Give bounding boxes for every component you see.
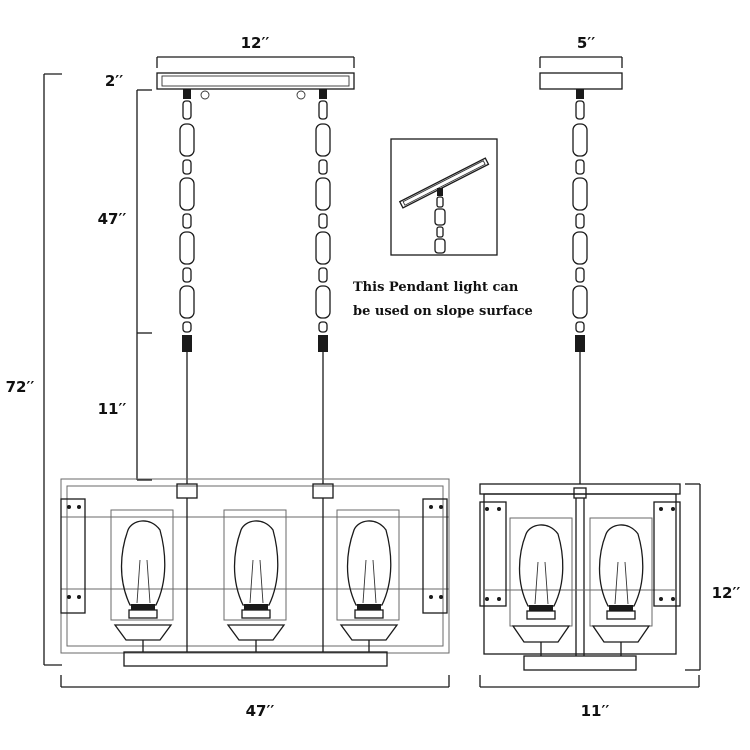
rod-length-label: 11′′	[98, 400, 127, 418]
front-fixture-body	[60, 478, 450, 667]
front-bulb-3	[336, 509, 400, 652]
body-height-label: 12′′	[712, 584, 741, 602]
body-front-width-dimension: 47′′	[60, 675, 450, 720]
body-height-dimension: 12′′	[685, 483, 741, 671]
body-side-width-label: 11′′	[581, 702, 610, 720]
total-height-dimension: 72′′	[6, 73, 62, 666]
canopy-front-width-label: 12′′	[241, 34, 270, 52]
front-view: 12′′	[6, 34, 450, 720]
slope-note-line-1: This Pendant light can	[353, 280, 519, 295]
side-view: 5′′	[479, 34, 741, 720]
side-fixture-body	[479, 483, 681, 671]
canopy-height-label: 2′′	[105, 72, 123, 90]
side-canopy	[539, 72, 623, 90]
chain-rod-dimension: 47′′ 11′′ 2′′	[98, 72, 152, 481]
canopy-screw-right	[296, 90, 306, 100]
side-canopy-width-dimension: 5′′	[539, 34, 623, 68]
front-canopy	[156, 72, 355, 90]
front-bulb-1	[110, 509, 174, 652]
side-bulb-1	[509, 517, 573, 656]
front-chain-right	[315, 100, 331, 352]
side-bulb-2	[589, 517, 653, 656]
slope-inset	[390, 138, 498, 256]
front-chain-left	[179, 100, 195, 352]
body-front-width-label: 47′′	[246, 702, 275, 720]
canopy-screw-left	[200, 90, 210, 100]
front-bulb-2	[223, 509, 287, 652]
total-height-label: 72′′	[6, 378, 35, 396]
slope-note-line-2: be used on slope surface	[353, 304, 533, 319]
side-chain	[572, 100, 588, 352]
canopy-side-width-label: 5′′	[577, 34, 595, 52]
canopy-width-dimension: 12′′	[156, 34, 355, 68]
chain-length-label: 47′′	[98, 210, 127, 228]
body-side-width-dimension: 11′′	[479, 675, 700, 720]
